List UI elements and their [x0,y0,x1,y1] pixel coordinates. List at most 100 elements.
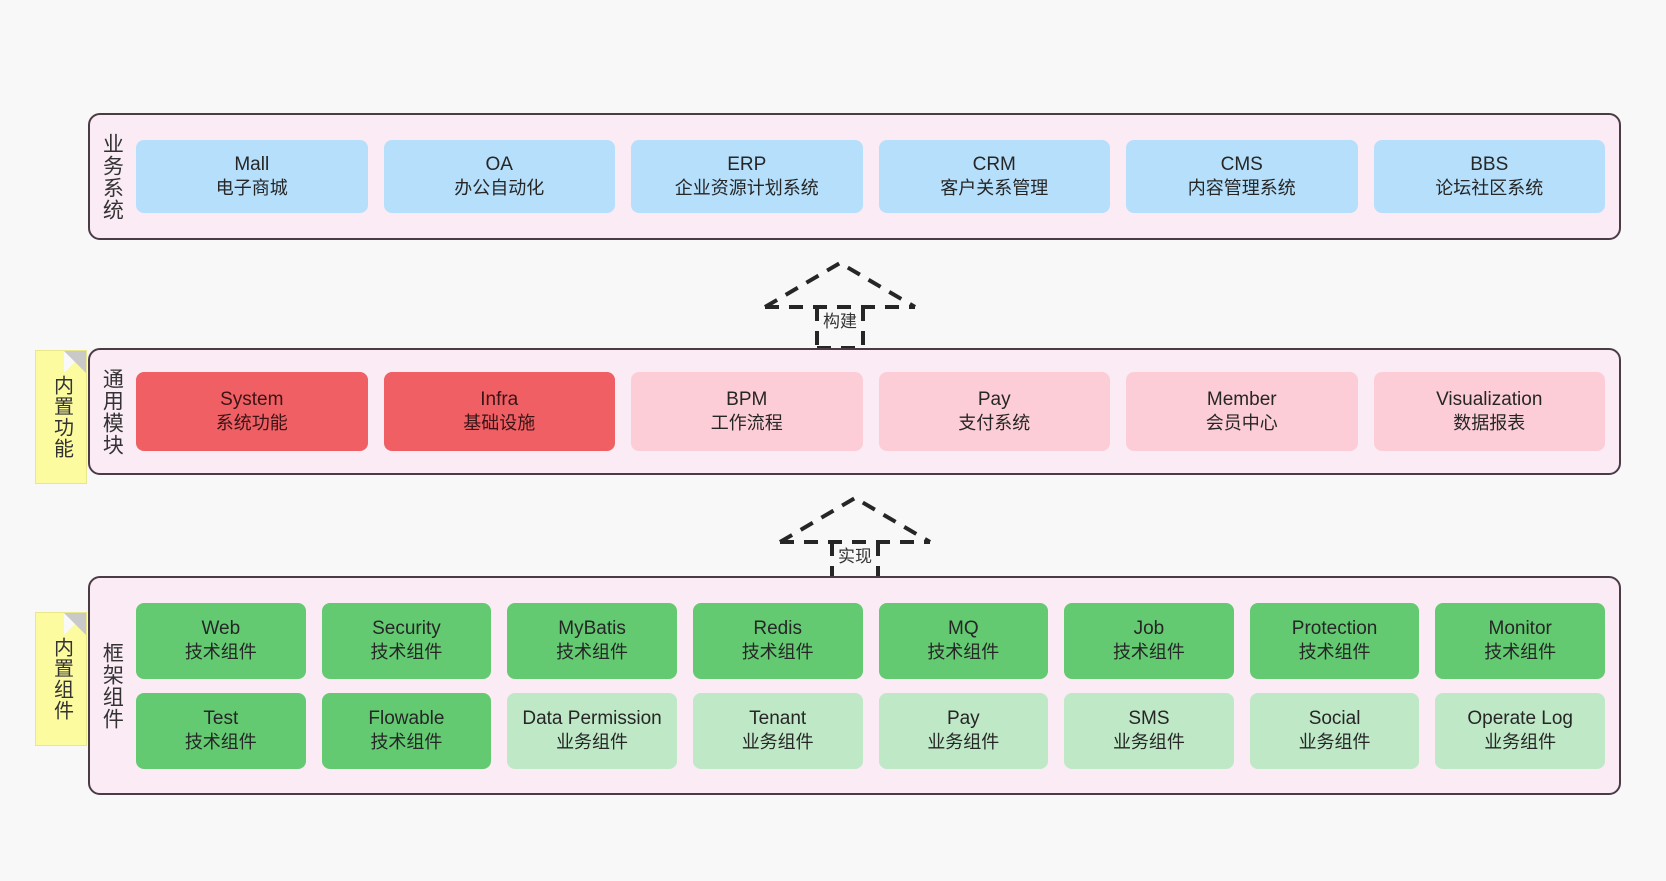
card-subtitle: 电子商城 [215,178,288,199]
card-title: OA [485,154,513,176]
card-data-permission[interactable]: Data Permission 业务组件 [507,692,677,769]
card-subtitle: 业务组件 [556,732,629,753]
card-mq[interactable]: MQ 技术组件 [878,602,1049,679]
card-subtitle: 办公自动化 [454,178,545,199]
card-bbs[interactable]: BBS 论坛社区系统 [1373,140,1605,213]
card-redis[interactable]: Redis 技术组件 [692,602,863,679]
card-title: Protection [1291,618,1378,640]
card-row: System 系统功能 Infra 基础设施 BPM 工作流程 Pay 支付系统… [136,372,1605,451]
card-erp[interactable]: ERP 企业资源计划系统 [631,140,863,213]
sticky-note-builtin-components: 内置组件 [35,612,87,746]
layer-business-systems: 业务系统 Mall 电子商城 OA 办公自动化 ERP 企业资源计划系统 CRM… [88,113,1621,240]
layer-framework-components: 框架组件 Web 技术组件 Security 技术组件 MyBatis 技术组件… [88,576,1621,795]
card-mybatis[interactable]: MyBatis 技术组件 [507,602,677,679]
layer-general-modules: 通用模块 System 系统功能 Infra 基础设施 BPM 工作流程 Pay… [88,348,1621,475]
card-subtitle: 数据报表 [1453,413,1526,434]
card-title: Visualization [1436,389,1543,411]
card-pay-component[interactable]: Pay 业务组件 [878,692,1049,769]
connector-label-build: 构建 [823,312,857,331]
card-monitor[interactable]: Monitor 技术组件 [1435,602,1605,679]
card-security[interactable]: Security 技术组件 [321,602,492,679]
card-title: Job [1133,618,1165,640]
card-title: Monitor [1488,618,1552,640]
card-bpm[interactable]: BPM 工作流程 [631,372,863,451]
card-crm[interactable]: CRM 客户关系管理 [878,140,1110,213]
card-subtitle: 技术组件 [370,732,443,753]
card-title: Mall [234,154,270,176]
card-subtitle: 内容管理系统 [1187,178,1296,199]
card-sms[interactable]: SMS 业务组件 [1064,692,1234,769]
card-title: Flowable [368,708,445,730]
card-subtitle: 工作流程 [710,413,783,434]
layer-body-framework-components: Web 技术组件 Security 技术组件 MyBatis 技术组件 Redi… [132,578,1619,793]
card-subtitle: 技术组件 [184,732,257,753]
card-subtitle: 系统功能 [215,413,288,434]
card-title: Tenant [749,708,807,730]
card-infra[interactable]: Infra 基础设施 [383,372,615,451]
card-subtitle: 企业资源计划系统 [674,178,819,199]
card-subtitle: 业务组件 [1298,732,1371,753]
card-system[interactable]: System 系统功能 [136,372,368,451]
card-visualization[interactable]: Visualization 数据报表 [1373,372,1605,451]
card-member[interactable]: Member 会员中心 [1126,372,1358,451]
card-subtitle: 客户关系管理 [940,178,1049,199]
card-flowable[interactable]: Flowable 技术组件 [321,692,492,769]
card-subtitle: 技术组件 [1112,642,1185,663]
card-subtitle: 支付系统 [958,413,1031,434]
layer-title-framework-components: 框架组件 [100,641,124,730]
card-subtitle: 技术组件 [556,642,629,663]
card-title: SMS [1128,708,1170,730]
card-title: Test [203,708,239,730]
card-tenant[interactable]: Tenant 业务组件 [692,692,863,769]
sticky-note-builtin-features: 内置功能 [35,350,87,484]
card-mall[interactable]: Mall 电子商城 [136,140,368,213]
card-web[interactable]: Web 技术组件 [136,602,306,679]
connector-build: 构建 [755,255,925,350]
layer-body-business-systems: Mall 电子商城 OA 办公自动化 ERP 企业资源计划系统 CRM 客户关系… [132,115,1619,238]
card-cms[interactable]: CMS 内容管理系统 [1126,140,1358,213]
card-subtitle: 技术组件 [370,642,443,663]
card-title: CMS [1220,154,1263,176]
card-title: MyBatis [558,618,626,640]
card-subtitle: 业务组件 [741,732,814,753]
card-title: System [220,389,284,411]
sticky-note-text: 内置功能 [50,375,73,459]
layer-title-general-modules: 通用模块 [100,367,124,456]
card-title: CRM [972,154,1016,176]
card-job[interactable]: Job 技术组件 [1064,602,1234,679]
card-title: Redis [753,618,802,640]
card-title: Operate Log [1467,708,1573,730]
card-oa[interactable]: OA 办公自动化 [383,140,615,213]
card-subtitle: 业务组件 [1112,732,1185,753]
card-subtitle: 业务组件 [927,732,1000,753]
layer-title-business-systems: 业务系统 [100,132,124,221]
card-title: Pay [946,708,980,730]
card-pay-module[interactable]: Pay 支付系统 [878,372,1110,451]
card-subtitle: 基础设施 [463,413,536,434]
card-test[interactable]: Test 技术组件 [136,692,306,769]
card-protection[interactable]: Protection 技术组件 [1249,602,1420,679]
card-subtitle: 业务组件 [1484,732,1557,753]
card-title: Pay [977,389,1011,411]
connector-label-implement: 实现 [838,547,872,566]
generalization-arrow-icon [763,260,917,350]
card-subtitle: 技术组件 [184,642,257,663]
card-social[interactable]: Social 业务组件 [1249,692,1420,769]
card-subtitle: 论坛社区系统 [1435,178,1544,199]
card-title: Infra [480,389,519,411]
card-title: Member [1206,389,1277,411]
card-title: Data Permission [522,708,662,730]
card-operate-log[interactable]: Operate Log 业务组件 [1435,692,1605,769]
card-subtitle: 会员中心 [1205,413,1278,434]
card-title: Web [201,618,241,640]
connector-implement: 实现 [770,490,940,585]
card-subtitle: 技术组件 [927,642,1000,663]
card-subtitle: 技术组件 [1298,642,1371,663]
note-fold-corner-icon [64,351,86,373]
card-title: MQ [948,618,979,640]
card-title: BPM [726,389,768,411]
card-title: ERP [727,154,767,176]
card-title: Security [372,618,441,640]
card-subtitle: 技术组件 [741,642,814,663]
